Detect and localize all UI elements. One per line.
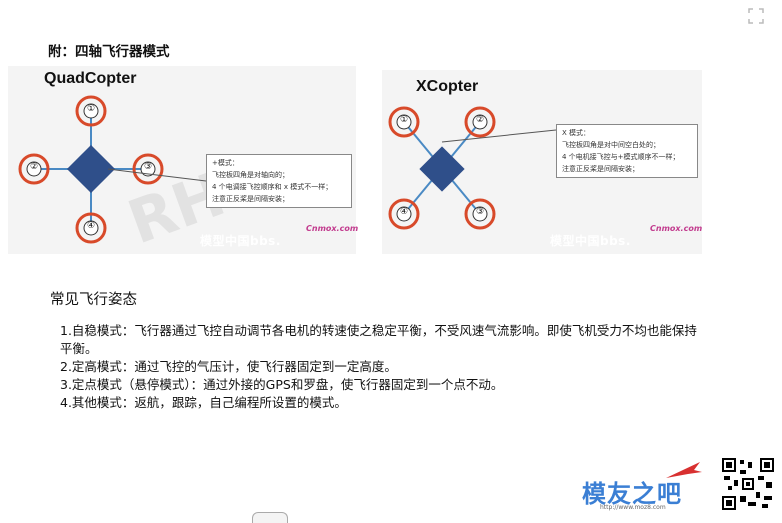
quad-watermark: 模型中国bbs. — [200, 234, 281, 248]
airplane-icon — [666, 462, 702, 478]
motor-1 — [75, 95, 107, 127]
qr-code — [722, 458, 774, 510]
motor-4 — [75, 212, 107, 244]
callout-line: 注意正反桨是间隔安装； — [212, 195, 289, 203]
scroll-handle[interactable] — [252, 512, 288, 523]
motor-label-4: ④ — [87, 221, 96, 231]
motor-4 — [388, 198, 420, 230]
callout-line: 4 个电机接飞控与+模式顺序不一样； — [562, 153, 680, 161]
xcopter-callout: X 模式： 飞控板四角是对中间空白处的； 4 个电机接飞控与+模式顺序不一样； … — [556, 124, 698, 178]
motor-label-3: ③ — [144, 162, 153, 172]
quad-brand: Cnmox.com — [306, 224, 359, 233]
quadcopter-title: QuadCopter — [44, 70, 137, 87]
motor-2 — [464, 106, 496, 138]
motor-3 — [132, 153, 164, 185]
motor-3 — [464, 198, 496, 230]
motor-label-2: ② — [476, 115, 485, 125]
callout-line: +模式： — [212, 159, 239, 167]
motor-1 — [388, 106, 420, 138]
motor-label-4: ④ — [400, 207, 409, 217]
mode-item: 2.定高模式：通过飞控的气压计，使飞行器固定到一定高度。 — [60, 359, 397, 374]
xcopter-title: XCopter — [416, 78, 479, 95]
motor-2 — [18, 153, 50, 185]
xcopter-brand: Cnmox.com — [650, 224, 703, 233]
quadcopter-diagram: RH ① ② ③ ④ QuadCopter +模式： 飞控板四角是对轴向的； 4… — [8, 66, 359, 254]
callout-line: 飞控板四角是对轴向的； — [212, 171, 289, 179]
site-logo[interactable]: 模友之吧 — [582, 480, 682, 508]
motor-label-2: ② — [30, 162, 39, 172]
callout-line: X 模式： — [562, 129, 591, 137]
mode-item: 4.其他模式：返航，跟踪，自己编程所设置的模式。 — [60, 395, 347, 410]
page-heading: 附：四轴飞行器模式 — [48, 44, 170, 60]
fullscreen-icon[interactable] — [748, 8, 764, 24]
callout-line: 4 个电调接飞控顺序和 x 模式不一样； — [212, 183, 333, 191]
quadcopter-callout: +模式： 飞控板四角是对轴向的； 4 个电调接飞控顺序和 x 模式不一样； 注意… — [206, 154, 352, 208]
callout-line: 注意正反桨是间隔安装； — [562, 165, 639, 173]
motor-label-3: ③ — [476, 207, 485, 217]
motor-label-1: ① — [87, 104, 96, 114]
xcopter-watermark: 模型中国bbs. — [550, 234, 631, 248]
callout-line: 飞控板四角是对中间空白处的； — [562, 141, 660, 149]
mode-item: 1.自稳模式：飞行器通过飞控自动调节各电机的转速使之稳定平衡，不受风速气流影响。… — [60, 323, 697, 356]
site-url: http://www.moz8.com — [600, 504, 666, 511]
xcopter-diagram: ① ② ③ ④ XCopter X 模式： 飞控板四角是对中间空白处的； 4 个… — [382, 70, 702, 254]
xcopter-frame — [388, 106, 557, 230]
mode-item: 3.定点模式（悬停模式）：通过外接的GPS和罗盘，使飞行器固定到一个点不动。 — [60, 377, 504, 392]
section-title: 常见飞行姿态 — [50, 292, 137, 308]
flight-modes-list: 1.自稳模式：飞行器通过飞控自动调节各电机的转速使之稳定平衡，不受风速气流影响。… — [60, 322, 700, 412]
motor-label-1: ① — [400, 115, 409, 125]
